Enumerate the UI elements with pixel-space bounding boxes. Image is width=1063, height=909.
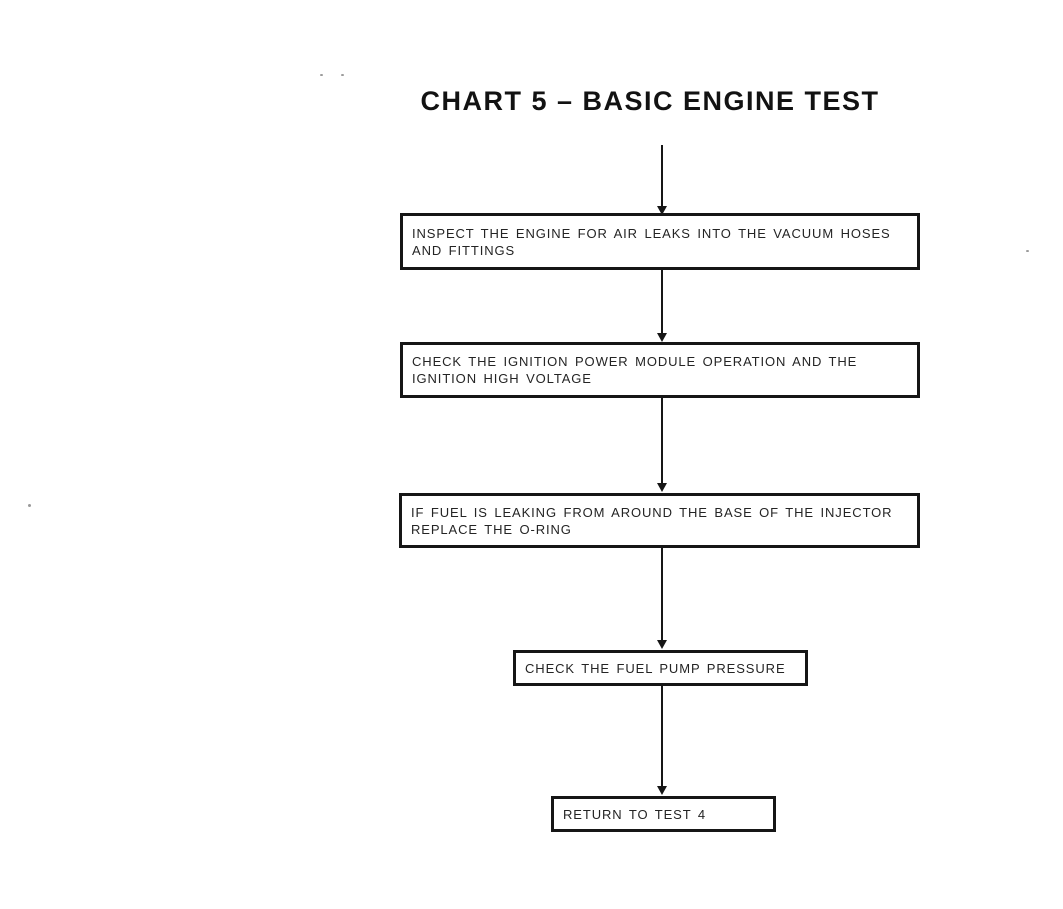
arrow-shaft [661,270,663,334]
arrow-shaft [661,686,663,787]
flow-step-label: INSPECT THE ENGINE FOR AIR LEAKS INTO TH… [412,225,891,258]
arrow-shaft [661,398,663,484]
page-title: CHART 5 – BASIC ENGINE TEST [420,86,880,116]
arrow-head-icon [657,483,667,492]
arrow-shaft [661,548,663,641]
scan-artifact [1026,250,1029,252]
arrow-head-icon [657,640,667,649]
flow-step-inspect-air-leaks: INSPECT THE ENGINE FOR AIR LEAKS INTO TH… [400,213,920,270]
flow-step-check-ignition-module: CHECK THE IGNITION POWER MODULE OPERATIO… [400,342,920,398]
flow-step-label: RETURN TO TEST 4 [563,806,706,822]
scan-artifact [28,504,31,507]
flow-step-return-to-test-4: RETURN TO TEST 4 [551,796,776,832]
flow-step-label: IF FUEL IS LEAKING FROM AROUND THE BASE … [411,504,893,537]
arrow-head-icon [657,333,667,342]
scan-artifact [320,74,323,76]
arrow-shaft [661,145,663,207]
scan-artifact [341,74,344,76]
arrow-head-icon [657,786,667,795]
flow-step-label: CHECK THE IGNITION POWER MODULE OPERATIO… [412,354,858,386]
flow-step-check-fuel-pump-pressure: CHECK THE FUEL PUMP PRESSURE [513,650,808,686]
flow-step-fuel-leak-oring: IF FUEL IS LEAKING FROM AROUND THE BASE … [399,493,920,548]
arrow-head-icon [657,206,667,215]
flow-step-label: CHECK THE FUEL PUMP PRESSURE [525,660,786,676]
